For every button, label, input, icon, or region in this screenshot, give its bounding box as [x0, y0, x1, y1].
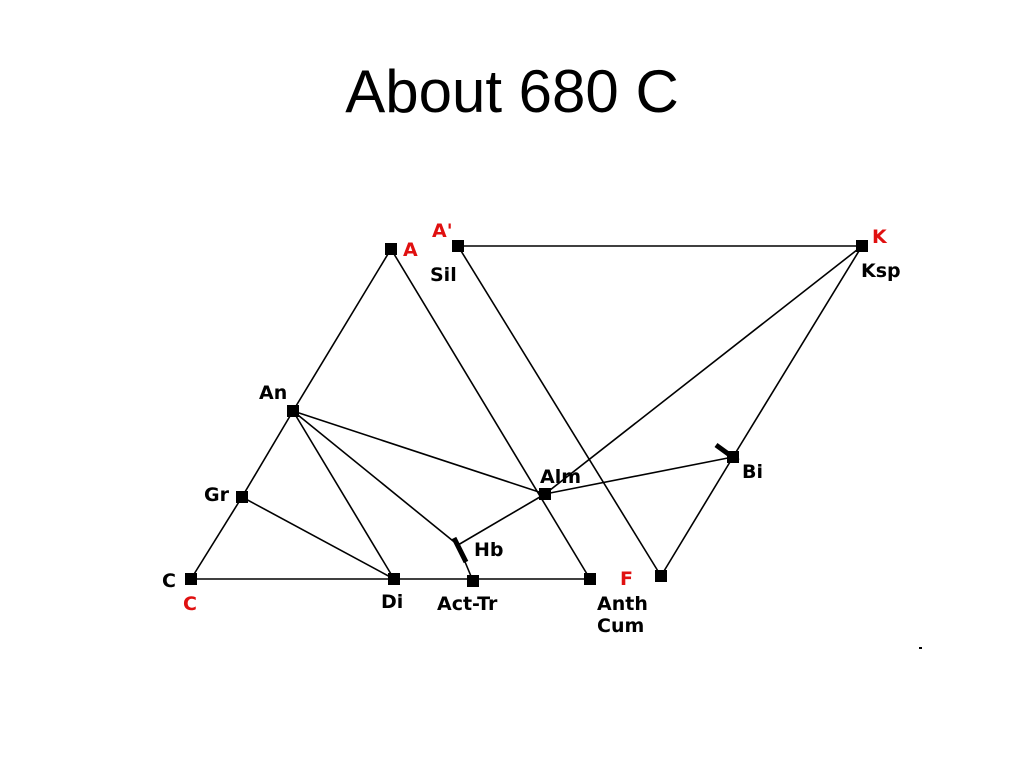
mineral-label-di: Di: [381, 591, 403, 613]
point-marker-gr: [236, 491, 248, 503]
mineral-label-hb: Hb: [474, 539, 504, 561]
point-marker-sil: [452, 240, 464, 252]
tie-line-an-alm: [292, 410, 546, 495]
point-marker-ksp: [856, 240, 868, 252]
tie-line-alm-bi: [544, 456, 734, 495]
tie-line-a-an: [292, 248, 392, 412]
point-marker-anth: [584, 573, 596, 585]
tie-line-gr-di: [241, 496, 395, 580]
hb-thick-mark: [451, 536, 469, 564]
point-marker-bi: [727, 451, 739, 463]
mineral-label-sil: Sil: [430, 264, 457, 286]
tie-line-a-anth: [390, 248, 591, 580]
corner-label-A-prime: A': [432, 220, 453, 242]
corner-label-F: F: [620, 568, 633, 590]
point-marker-a: [385, 243, 397, 255]
point-marker-alm: [539, 488, 551, 500]
point-marker-c: [185, 573, 197, 585]
mineral-markers: [185, 240, 868, 587]
mineral-label-gr: Gr: [204, 484, 230, 506]
mineral-label-anth: Anth: [597, 593, 648, 615]
point-marker-acttr: [467, 575, 479, 587]
corner-label-A: A: [403, 239, 418, 261]
tie-line-an-hb: [292, 410, 459, 546]
corner-label-K: K: [872, 226, 888, 248]
tie-line-an-di: [292, 410, 395, 580]
mineral-label-alm: Alm: [540, 466, 581, 488]
mineral-label-act-tr: Act-Tr: [437, 593, 498, 615]
tie-line-ksp-alm: [544, 245, 863, 495]
tie-line-sil-fbot: [457, 245, 662, 577]
tie-line-bi-fbot: [660, 456, 734, 577]
tie-line-hb-alm: [457, 493, 546, 546]
mineral-label-cum: Cum: [597, 615, 644, 637]
corner-label-C: C: [183, 593, 197, 615]
point-marker-di: [388, 573, 400, 585]
mineral-label-ksp: Ksp: [861, 260, 901, 282]
tie-line-gr-c: [190, 496, 243, 580]
tie-line-ksp-bi: [732, 245, 863, 458]
point-marker-an: [287, 405, 299, 417]
point-marker-fbot: [655, 570, 667, 582]
mineral-label-bi: Bi: [742, 461, 763, 483]
mineral-label-c: C: [162, 570, 176, 592]
stray-dot: [919, 647, 922, 649]
mineral-label-an: An: [259, 382, 287, 404]
tie-line-an-gr: [241, 410, 294, 498]
slide-title: About 680 C: [345, 58, 679, 125]
